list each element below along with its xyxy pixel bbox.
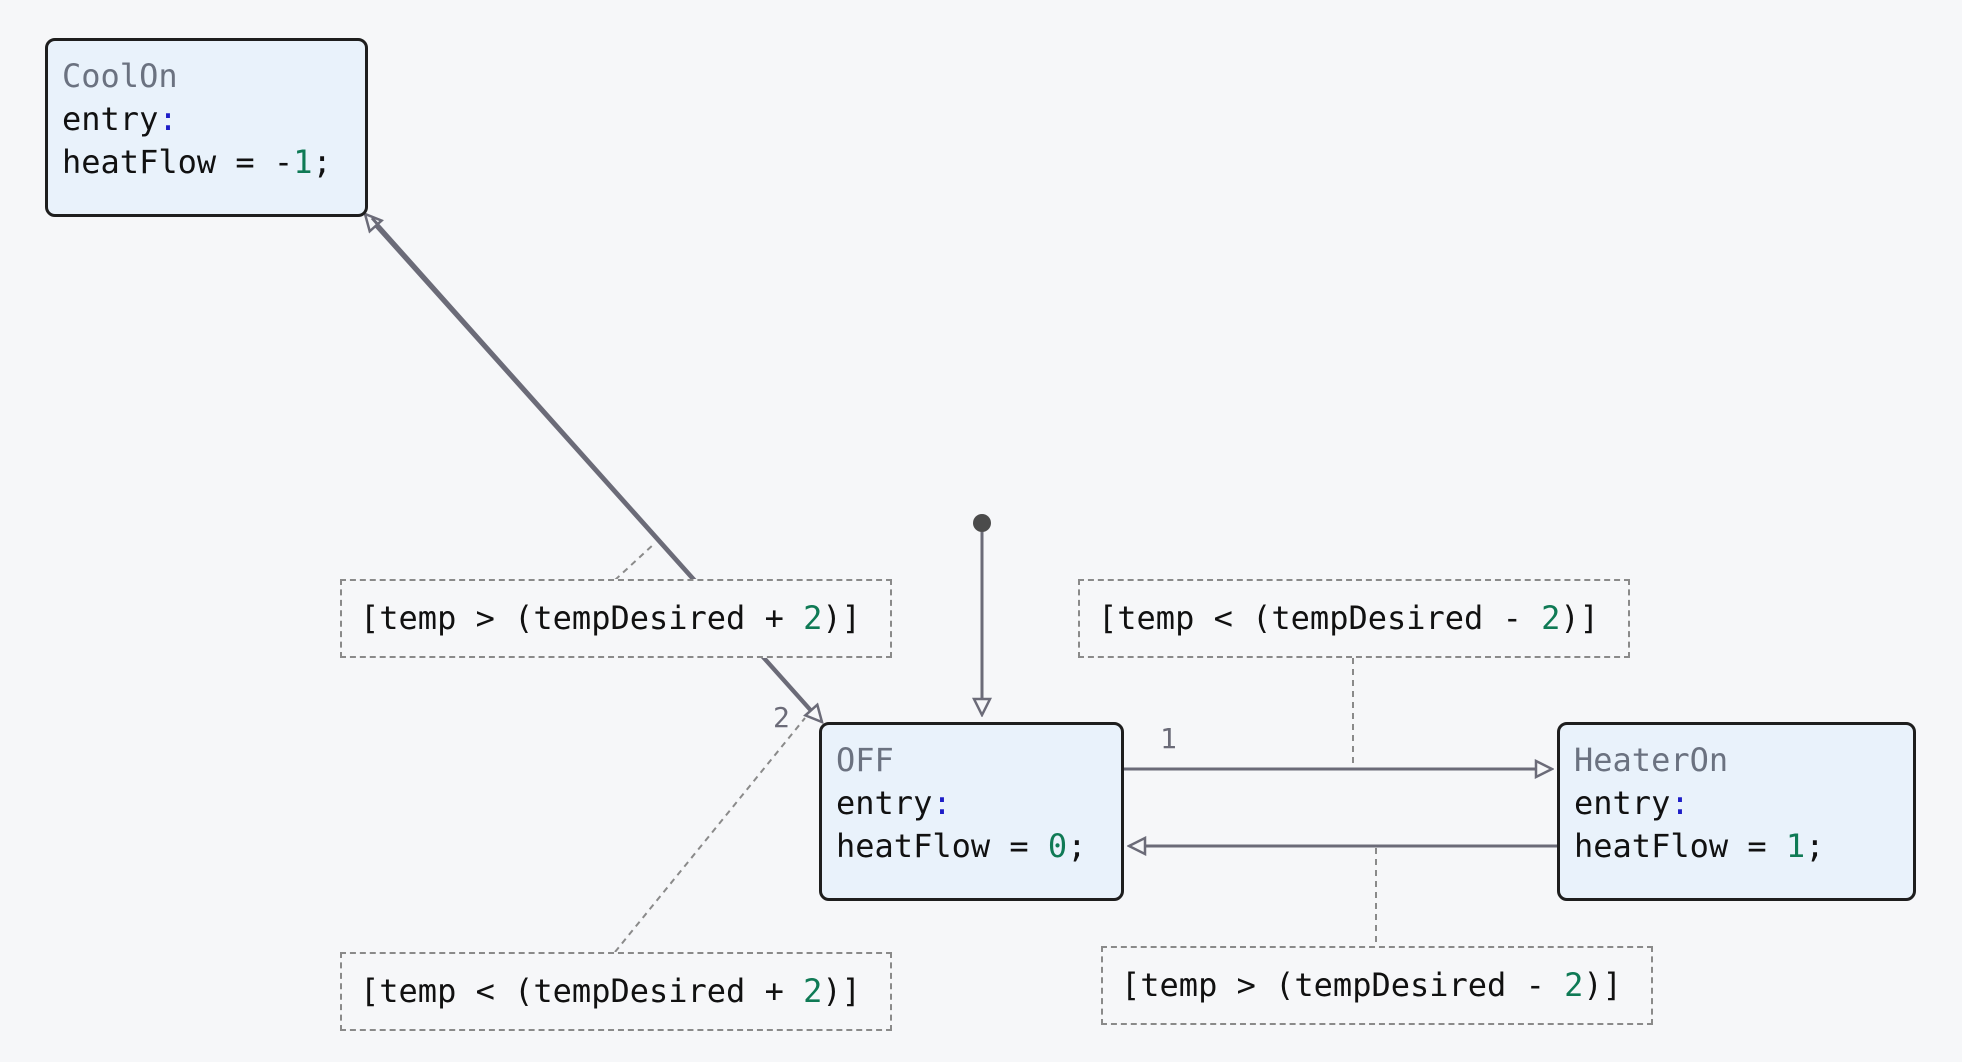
priority-off-to-heater: 1: [1160, 722, 1177, 755]
action-value: 0: [1047, 827, 1068, 865]
entry-line: entry:: [836, 782, 1107, 825]
guard-text: [temp < (tempDesired -: [1098, 599, 1542, 637]
guard-number: 2: [803, 599, 823, 637]
guard-cool-to-off: [temp < (tempDesired + 2)]: [340, 952, 892, 1031]
action-line: heatFlow = 1;: [1574, 825, 1899, 868]
guard-number: 2: [803, 972, 823, 1010]
guard-off-to-cool: [temp > (tempDesired + 2)]: [340, 579, 892, 658]
guard-connector-cool-to-off: [614, 717, 806, 953]
guard-text: [temp < (tempDesired +: [360, 972, 804, 1010]
action-line: heatFlow = -1;: [62, 141, 351, 184]
entry-colon: :: [158, 100, 178, 138]
guard-number: 2: [1541, 599, 1561, 637]
action-op: =: [990, 827, 1048, 865]
action-value: 1: [293, 143, 313, 181]
entry-colon: :: [932, 784, 952, 822]
entry-line: entry:: [1574, 782, 1899, 825]
state-name: OFF: [836, 741, 894, 779]
entry-keyword: entry: [62, 100, 159, 138]
action-end: ;: [1805, 827, 1825, 865]
action-value: 1: [1785, 827, 1806, 865]
guard-off-to-heater: [temp < (tempDesired - 2)]: [1078, 579, 1630, 658]
guard-number: 2: [1564, 966, 1584, 1004]
action-line: heatFlow = 0;: [836, 825, 1107, 868]
entry-keyword: entry: [836, 784, 933, 822]
action-var: heatFlow: [836, 827, 991, 865]
initial-state-dot: [973, 514, 991, 532]
action-end: ;: [1067, 827, 1087, 865]
action-op: =: [216, 143, 274, 181]
action-sign: -: [273, 143, 294, 181]
guard-text: [temp > (tempDesired -: [1121, 966, 1565, 1004]
action-var: heatFlow: [62, 143, 217, 181]
guard-text-end: )]: [1583, 966, 1622, 1004]
guard-text-end: )]: [1560, 599, 1599, 637]
state-name: HeaterOn: [1574, 741, 1729, 779]
entry-colon: :: [1670, 784, 1690, 822]
priority-off-to-cool: 2: [773, 701, 790, 734]
guard-text: [temp > (tempDesired +: [360, 599, 804, 637]
guard-heater-to-off: [temp > (tempDesired - 2)]: [1101, 946, 1653, 1025]
action-var: heatFlow: [1574, 827, 1729, 865]
entry-keyword: entry: [1574, 784, 1671, 822]
action-end: ;: [312, 143, 332, 181]
guard-text-end: )]: [822, 972, 861, 1010]
entry-line: entry:: [62, 98, 351, 141]
action-op: =: [1728, 827, 1786, 865]
state-name: CoolOn: [62, 57, 178, 95]
guard-text-end: )]: [822, 599, 861, 637]
guard-connector-off-to-cool: [614, 542, 656, 581]
